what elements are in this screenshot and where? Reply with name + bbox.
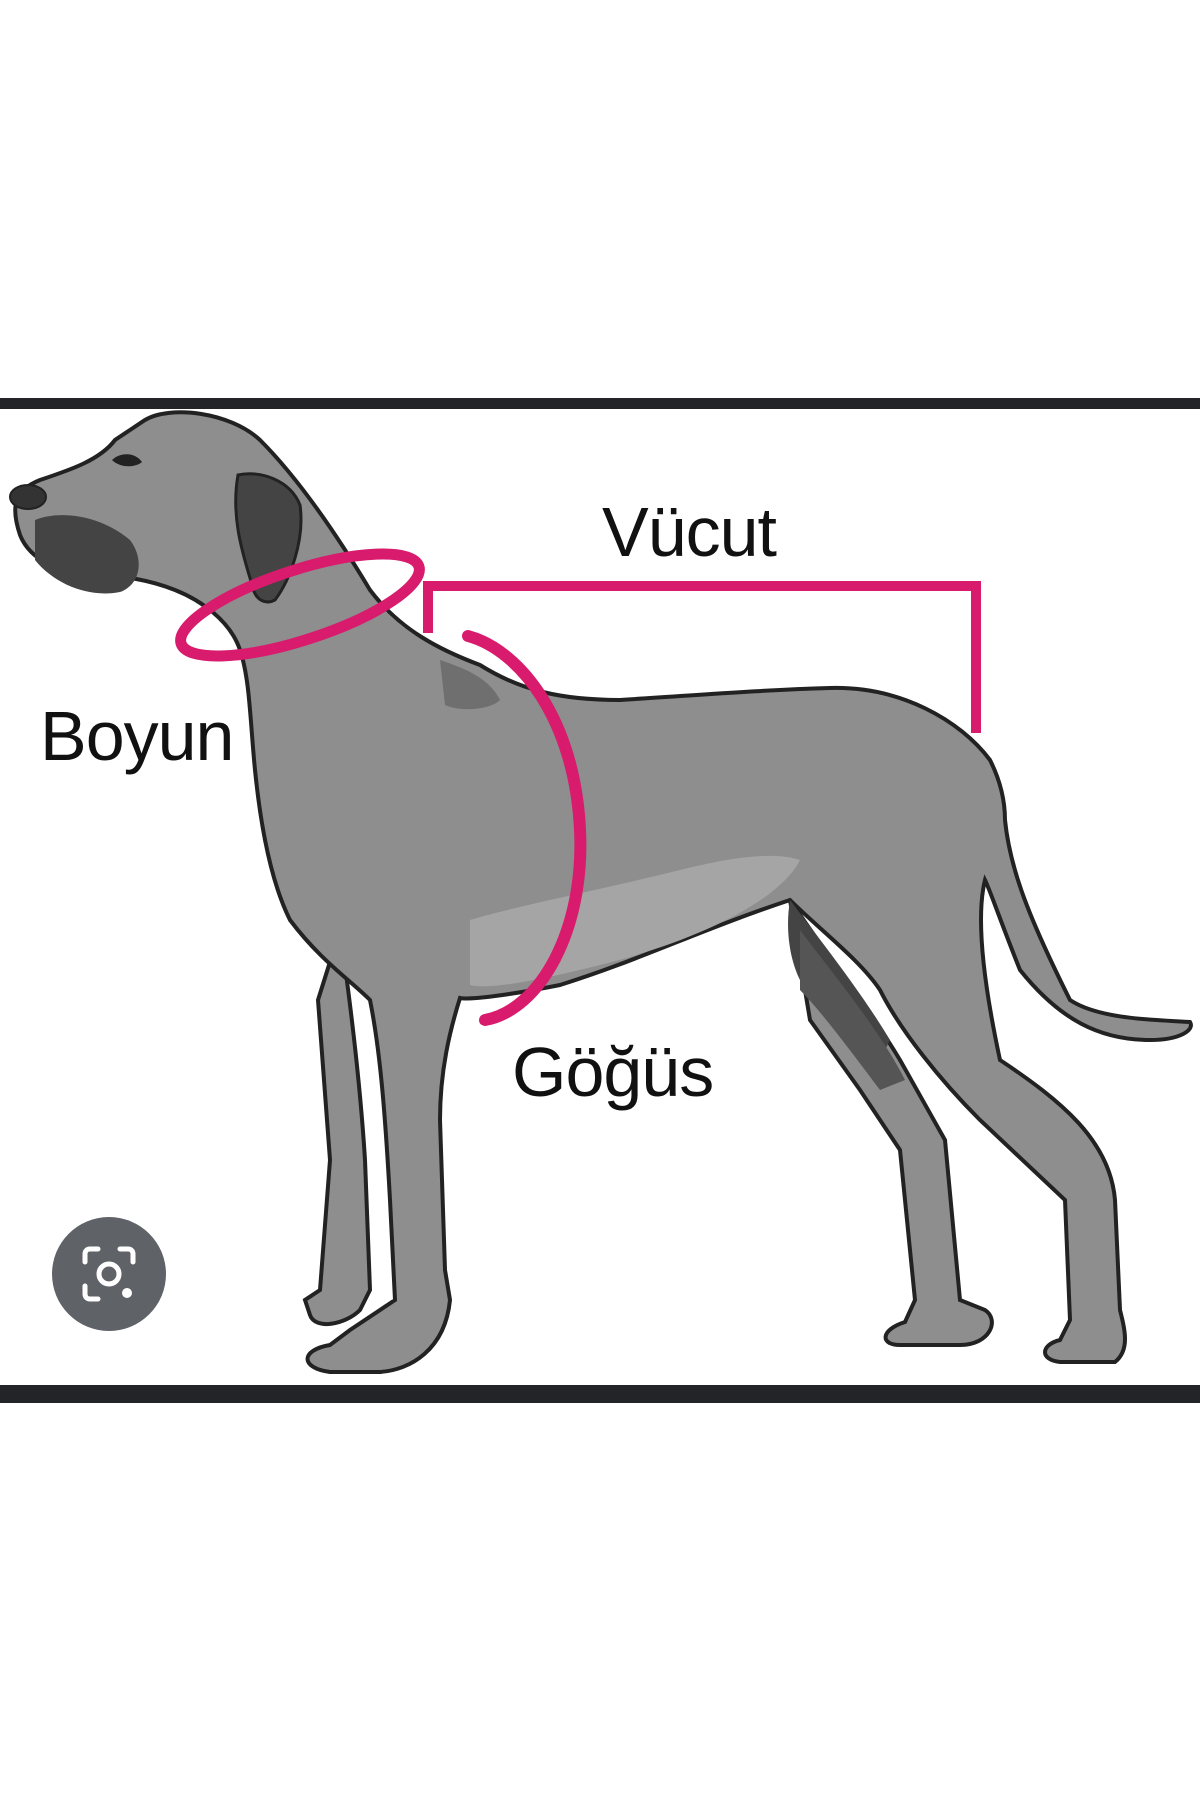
lens-search-button[interactable] [52,1217,166,1331]
frame-top-border [0,398,1200,409]
chest-measure-ring [462,630,587,1026]
lens-camera-icon [82,1246,136,1302]
body-measure-bracket [423,581,981,733]
neck-label: Boyun [40,697,234,775]
hind-leg-inner-shadow [800,930,905,1090]
body-length-label: Vücut [602,493,777,571]
dog-nose [9,484,47,510]
frame-bottom-border [0,1385,1200,1403]
far-front-leg [302,929,373,1327]
dog-eye [112,454,142,467]
shoulder-highlight [440,660,500,710]
neck-measure-ring [175,548,425,662]
dog-jowl [35,515,139,594]
chest-label: Göğüs [512,1033,714,1111]
